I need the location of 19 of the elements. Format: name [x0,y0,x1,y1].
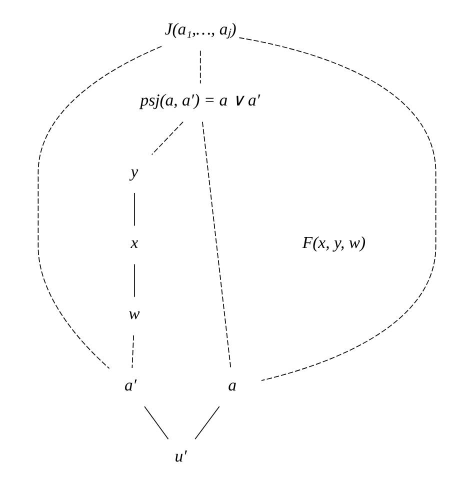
node-text: a′ [124,375,137,394]
connector [144,406,169,440]
connector [134,264,135,298]
connector [151,121,184,155]
node-text: a [228,375,236,394]
node-text: y [130,162,138,181]
node-text: w [128,304,140,324]
node-text: psj(a, a′) = a ∨ a′ [140,90,260,110]
connector [238,37,436,381]
connector [38,46,162,369]
connector [194,406,220,440]
connector [200,50,201,84]
connector [132,334,134,368]
label: F(x, y, w) [302,232,366,252]
node-text: u′ [174,446,187,466]
node-text: x [130,232,138,252]
node-text: J(a₁,…, aⱼ) [164,19,236,38]
connector [202,121,232,369]
connector [134,192,135,226]
